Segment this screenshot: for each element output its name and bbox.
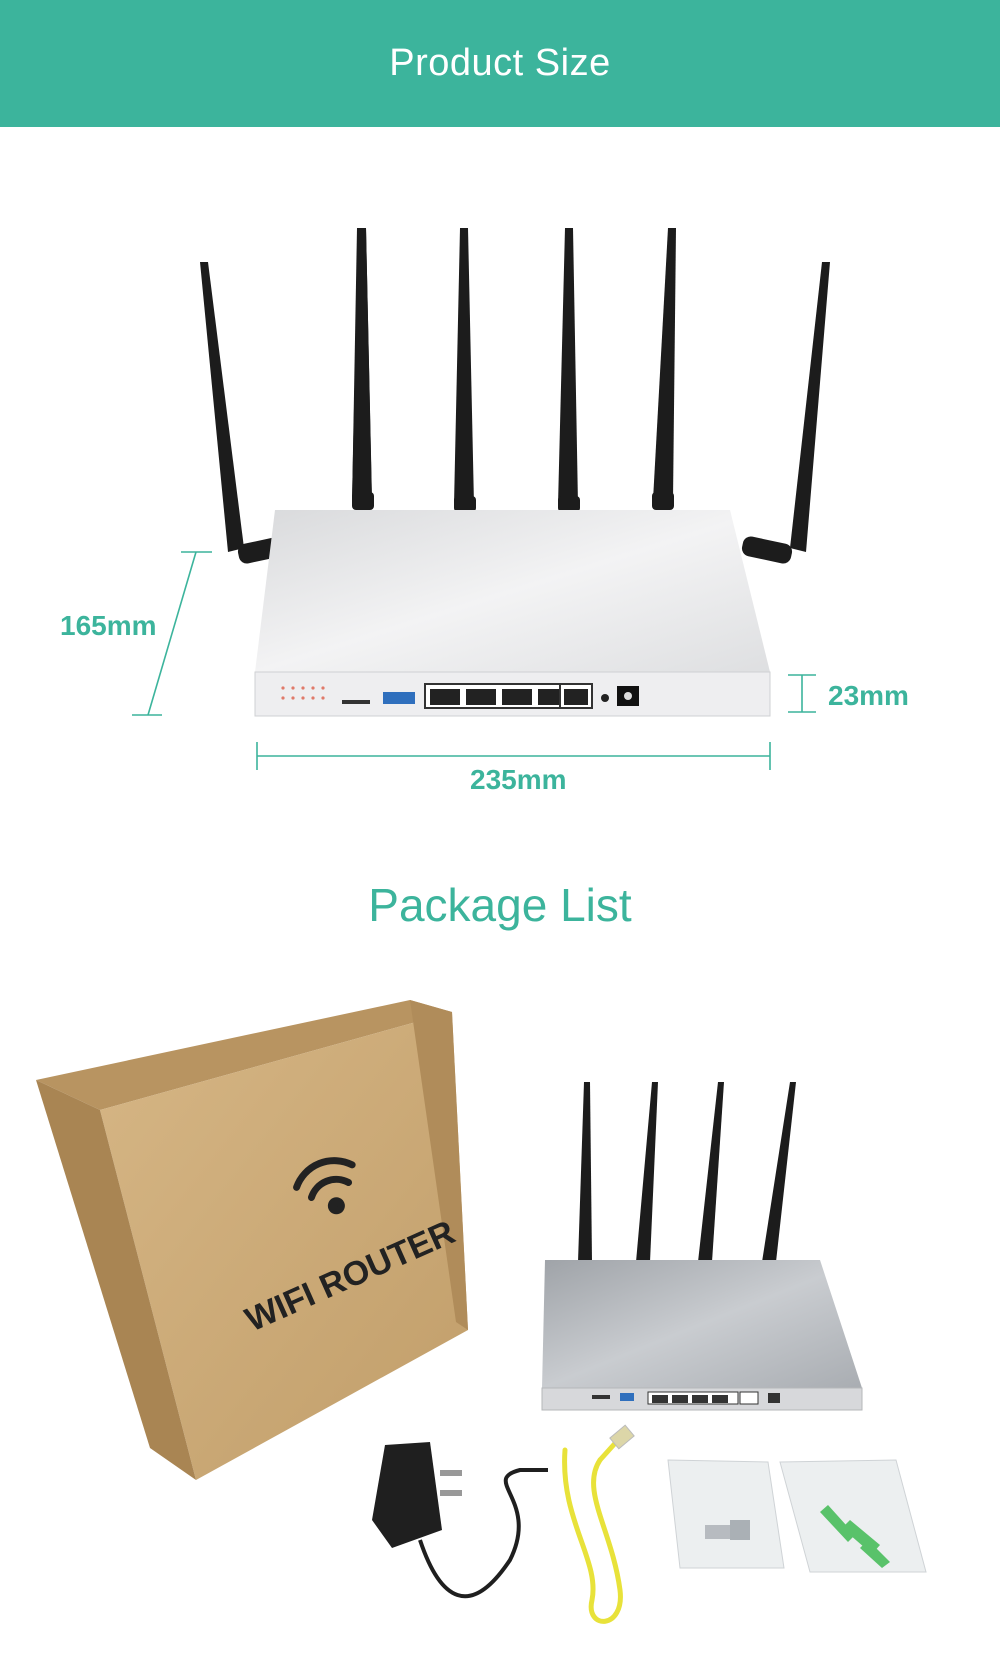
router-top bbox=[255, 510, 770, 672]
router-box bbox=[36, 1000, 468, 1480]
height-label: 23mm bbox=[828, 680, 909, 711]
width-label: 235mm bbox=[470, 764, 567, 795]
wifi-icon bbox=[293, 1157, 356, 1215]
dimension-lines bbox=[132, 551, 816, 770]
screw-bag-2 bbox=[779, 1459, 927, 1573]
usb-port-icon bbox=[383, 692, 415, 704]
antenna-icon bbox=[200, 228, 830, 564]
ethernet-ports bbox=[424, 683, 639, 709]
router-small-top bbox=[542, 1260, 862, 1388]
power-adapter bbox=[372, 1442, 548, 1599]
depth-label: 165mm bbox=[60, 610, 157, 641]
header-title: Product Size bbox=[389, 42, 611, 84]
screw-bag-1 bbox=[667, 1459, 785, 1569]
ethernet-cable bbox=[562, 1437, 623, 1624]
package-list-title: Package List bbox=[368, 879, 632, 931]
header-banner: Product Size bbox=[0, 0, 1000, 127]
